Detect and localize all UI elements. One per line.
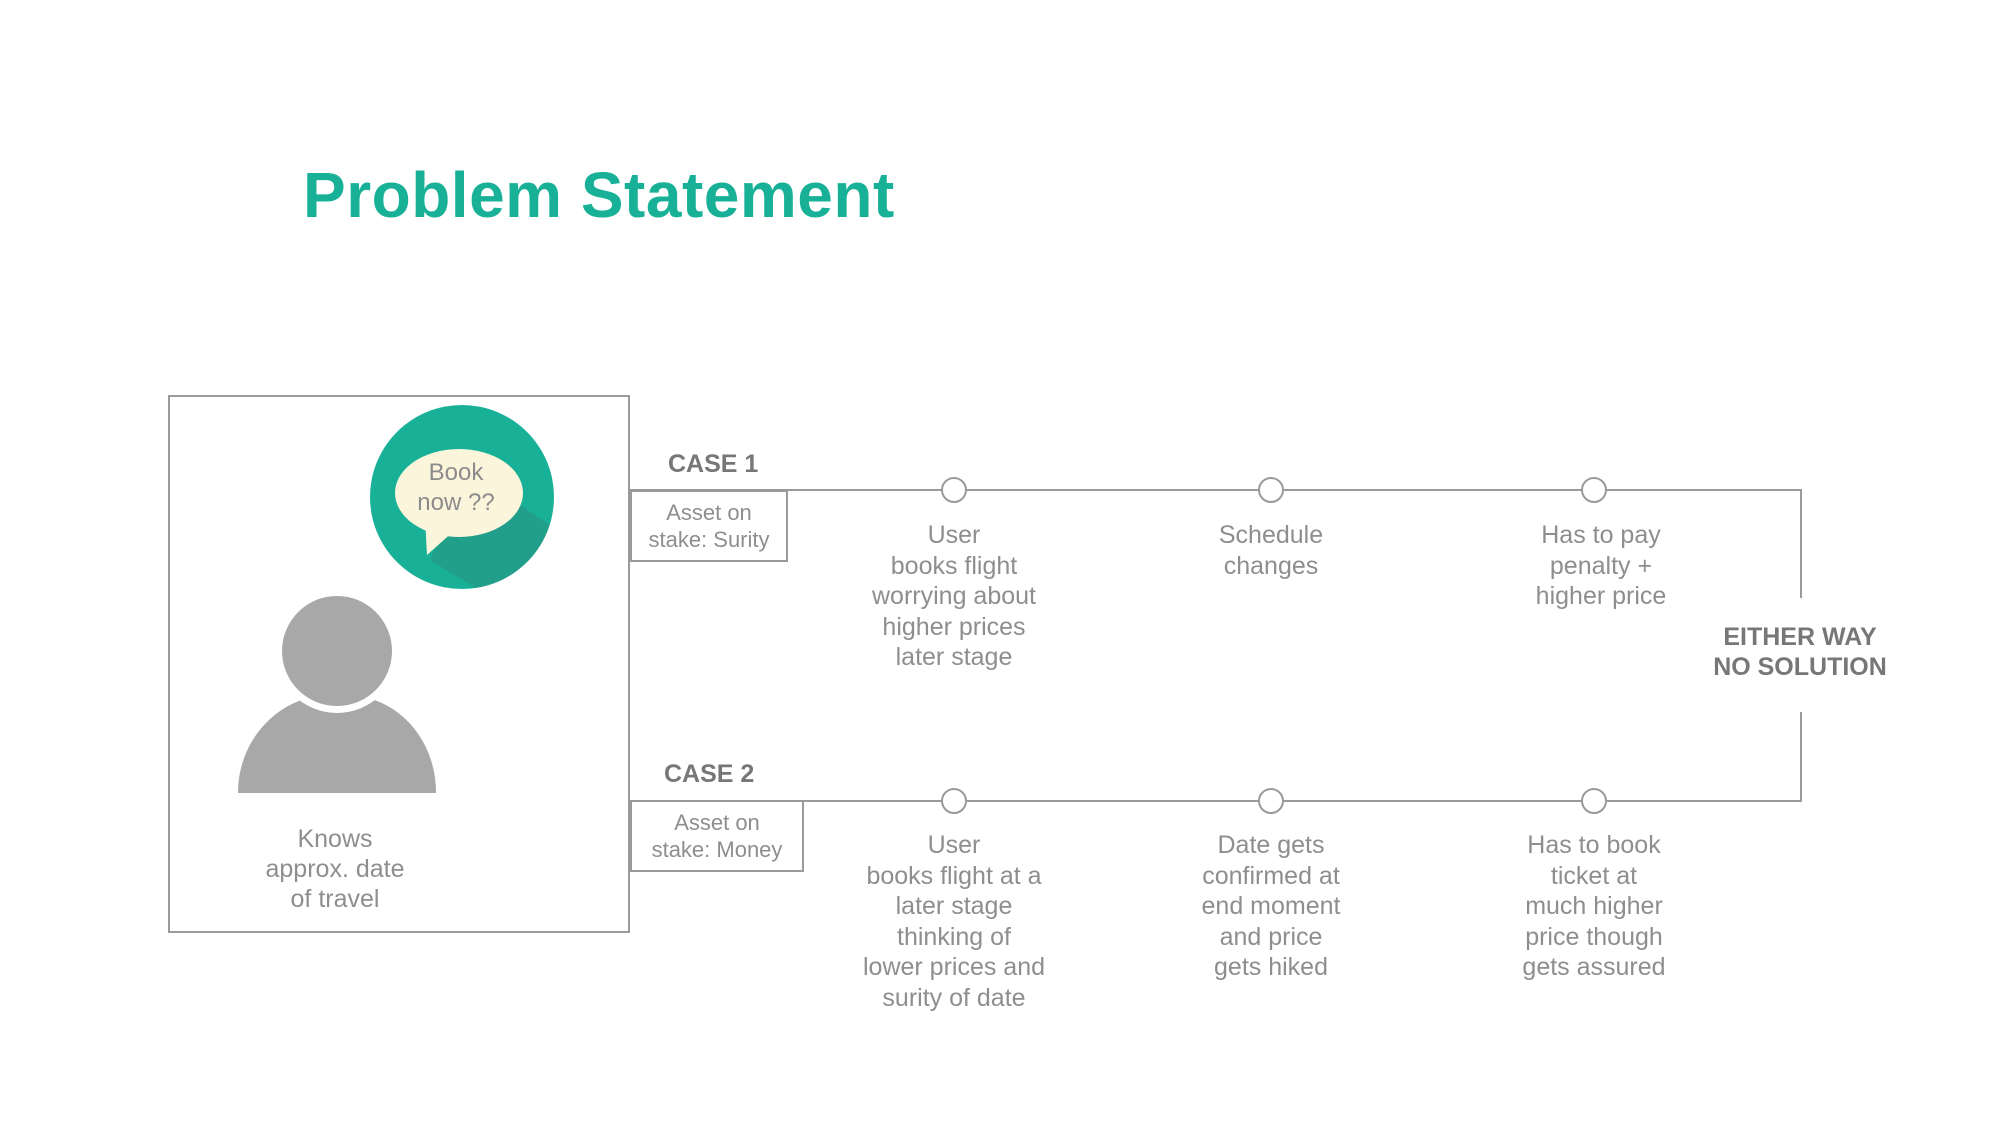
case-2-step-3: Has to book ticket at much higher price … (1522, 831, 1666, 981)
case-2-label: CASE 2 (664, 760, 755, 788)
user-panel (168, 395, 630, 933)
case-2-step-1: User books flight at a later stage think… (862, 831, 1046, 1012)
case-1-step-1: User books flight worrying about higher … (872, 521, 1036, 671)
case-1-label: CASE 1 (668, 450, 759, 478)
conclusion-text: EITHER WAY NO SOLUTION (1713, 623, 1887, 681)
person-icon (238, 589, 436, 793)
case-1-node-2 (1258, 477, 1284, 503)
user-label: Knows approx. date of travel (265, 825, 405, 913)
speech-bubble-icon (370, 405, 554, 589)
case-2-step-2: Date gets confirmed at end moment and pr… (1201, 831, 1341, 981)
case-1-node-1 (941, 477, 967, 503)
case-2-node-2 (1258, 788, 1284, 814)
case-1-step-2: Schedule changes (1218, 521, 1324, 580)
case-1-step-3: Has to pay penalty + higher price (1535, 521, 1667, 610)
page-title: Problem Statement (303, 159, 895, 231)
case-1-asset-box: Asset on stake: Surity (630, 490, 788, 562)
speech-bubble-text: Book now ?? (417, 459, 495, 516)
case-2-node-3 (1581, 788, 1607, 814)
case-1-node-3 (1581, 477, 1607, 503)
case-2-asset-box: Asset on stake: Money (630, 800, 804, 872)
case-2-node-1 (941, 788, 967, 814)
